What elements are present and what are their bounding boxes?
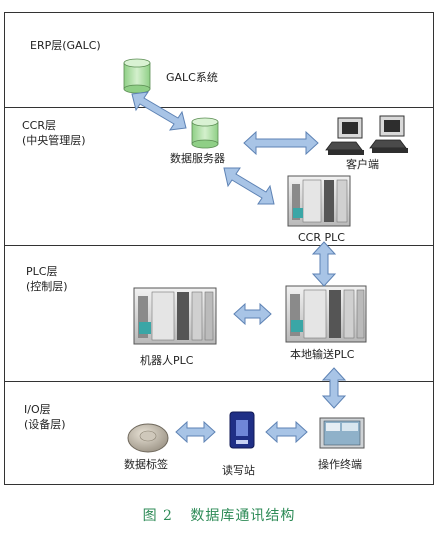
layer-divider-erp-ccr <box>4 107 434 108</box>
layer-label-io: I/O层 (设备层) <box>24 403 66 431</box>
local-conveyor-plc-rack-icon <box>285 285 367 343</box>
data-tag-label: 数据标签 <box>124 458 168 471</box>
robot-plc-rack-icon <box>133 287 217 345</box>
layer-divider-ccr-plc <box>4 245 434 246</box>
diagram-frame <box>4 12 434 485</box>
ccr-plc-label: CCR PLC <box>298 231 345 244</box>
layer-label-ccr: CCR层 (中央管理层) <box>22 119 86 147</box>
arrow-rw-station-to-terminal <box>265 420 308 444</box>
figure-caption: 图 2 数据库通讯结构 <box>0 505 438 525</box>
client-computer-icon-1 <box>325 117 364 155</box>
data-tag-icon <box>127 423 169 453</box>
figure-number: 图 2 <box>142 508 173 524</box>
layer-label-plc: PLC层 (控制层) <box>26 265 68 293</box>
ccr-plc-rack-icon <box>287 175 351 227</box>
local-conveyor-plc-label: 本地输送PLC <box>290 348 355 361</box>
layer-divider-plc-io <box>4 381 434 382</box>
data-server-label: 数据服务器 <box>170 152 225 165</box>
arrow-local-plc-to-terminal <box>321 367 347 409</box>
arrow-galc-to-data-server <box>131 91 187 131</box>
arrow-data-tag-to-rw-station <box>175 420 216 444</box>
arrow-robot-plc-to-local-plc <box>233 302 272 326</box>
read-write-station-label: 读写站 <box>222 464 255 477</box>
robot-plc-label: 机器人PLC <box>140 354 194 367</box>
operator-terminal-label: 操作终端 <box>318 458 362 471</box>
galc-system-label: GALC系统 <box>166 71 218 84</box>
layer-label-erp: ERP层(GALC) <box>30 39 101 52</box>
arrow-data-server-to-clients <box>243 130 319 156</box>
client-computer-icon-2 <box>369 115 408 153</box>
operator-terminal-icon <box>319 417 365 449</box>
figure-title: 数据库通讯结构 <box>190 508 296 524</box>
arrow-ccr-plc-to-local-plc <box>311 241 337 287</box>
read-write-station-icon <box>229 411 255 449</box>
clients-label: 客户端 <box>346 158 379 171</box>
arrow-data-server-to-ccr-plc <box>223 167 275 205</box>
galc-database-icon <box>123 58 151 94</box>
data-server-database-icon <box>191 117 219 149</box>
